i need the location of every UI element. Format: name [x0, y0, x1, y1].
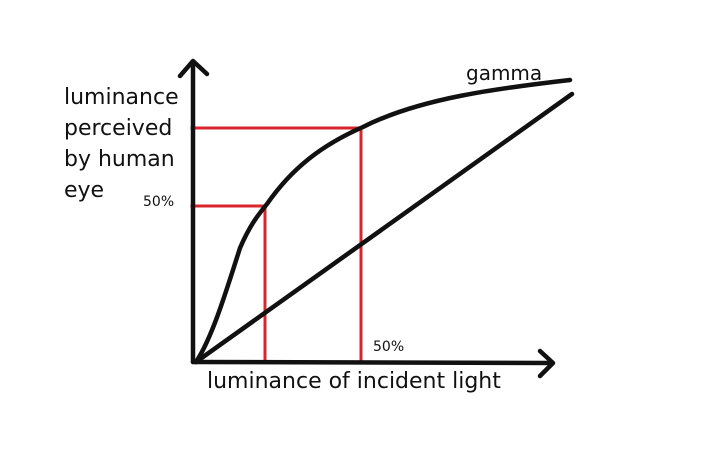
x-axis-label: luminance of incident light: [207, 369, 501, 394]
x-marker-label: 50%: [373, 339, 405, 355]
y-marker-label: 50%: [143, 194, 175, 210]
x-axis: [190, 359, 555, 366]
y-axis-label-line-2: perceived: [64, 116, 173, 141]
y-axis-arrowhead: [177, 58, 210, 79]
gamma-curve: [193, 77, 573, 365]
y-axis-label: luminance perceived by human eye: [64, 82, 179, 206]
curves: [193, 77, 575, 365]
gamma-curve-label: gamma: [466, 61, 543, 85]
y-axis-label-line-4: eye: [64, 178, 105, 203]
y-axis-label-line-3: by human: [64, 147, 175, 172]
linear-line: [193, 91, 575, 365]
axes: [177, 58, 556, 379]
y-axis-label-line-1: luminance: [64, 85, 179, 110]
x-axis-arrowhead: [537, 348, 556, 379]
guide-lines: [190, 126, 363, 363]
